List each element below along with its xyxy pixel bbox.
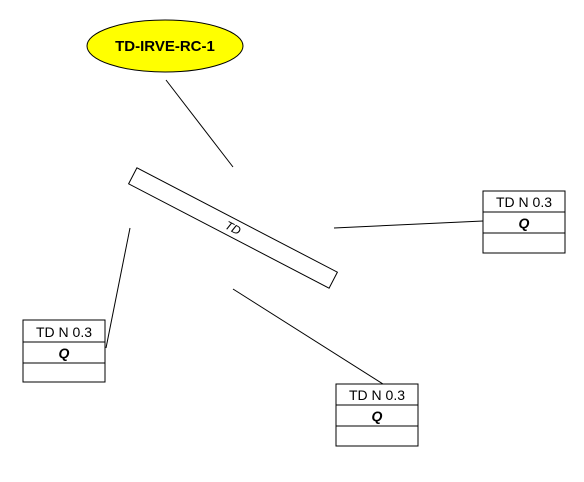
node-box-right[interactable]: TD N 0.3 Q [482, 190, 566, 254]
edge-bar-to-node-left [105, 227, 131, 349]
root-node[interactable]: TD-IRVE-RC-1 [86, 19, 244, 73]
node-box-left-name: TD N 0.3 [36, 324, 92, 340]
node-box-bottom-name: TD N 0.3 [349, 387, 405, 403]
connector-bar-rect [127, 167, 339, 289]
connector-bar[interactable]: TD [127, 167, 339, 289]
edge-root-to-bar [165, 79, 234, 168]
node-box-bottom-frame [335, 383, 419, 447]
node-box-left-frame [22, 319, 106, 383]
node-box-right-name: TD N 0.3 [496, 194, 552, 210]
node-box-right-frame [482, 190, 566, 254]
root-node-ellipse [86, 19, 244, 73]
node-box-left-port: Q [59, 345, 70, 361]
node-box-bottom[interactable]: TD N 0.3 Q [335, 383, 419, 447]
node-box-bottom-port: Q [372, 408, 383, 424]
node-box-right-port: Q [519, 215, 530, 231]
edge-bar-to-node-right [333, 220, 484, 229]
connector-bar-label: TD [223, 218, 244, 238]
edge-bar-to-node-bottom [232, 288, 384, 385]
node-box-left[interactable]: TD N 0.3 Q [22, 319, 106, 383]
root-node-label: TD-IRVE-RC-1 [115, 38, 215, 55]
